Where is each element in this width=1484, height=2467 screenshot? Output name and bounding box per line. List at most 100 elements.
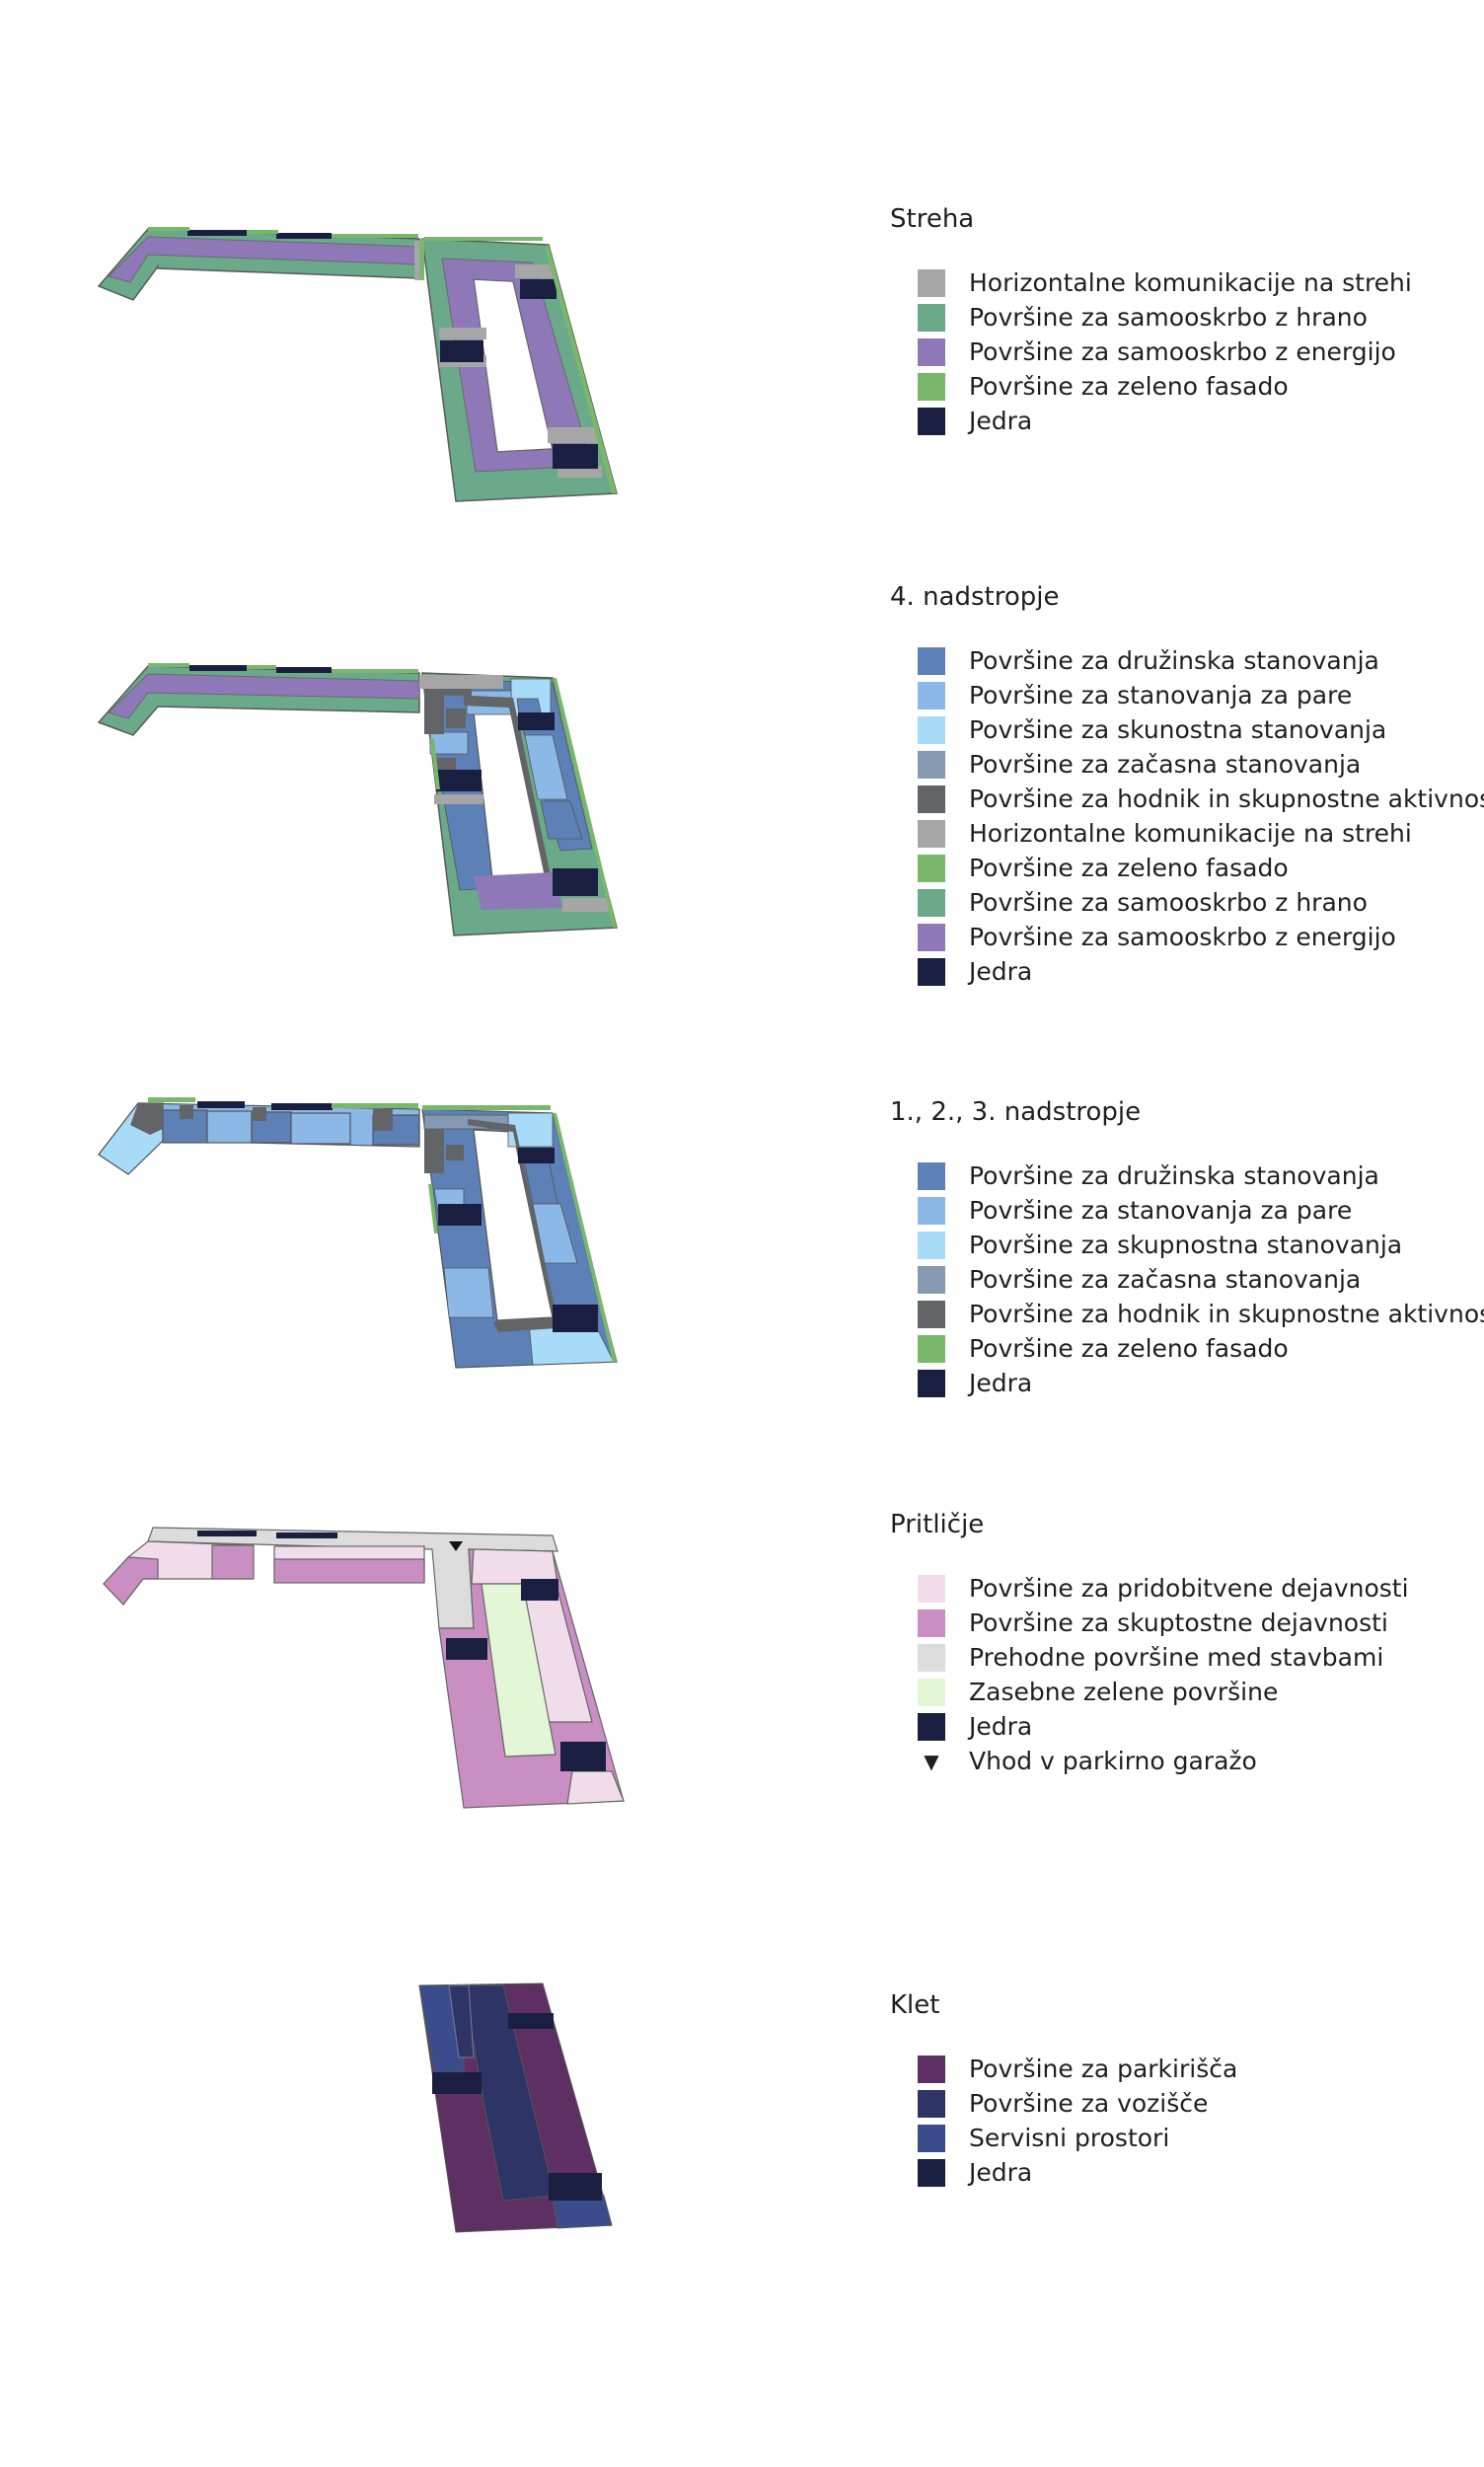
- legend-item: Površine za stanovanja za pare: [890, 1193, 1482, 1228]
- legend-item: Servisni prostori: [890, 2121, 1482, 2155]
- legend-label: Površine za hodnik in skupnostne aktivno…: [969, 785, 1484, 813]
- legend-label: Horizontalne komunikacije na strehi: [969, 819, 1412, 848]
- legend-swatch: [918, 303, 945, 332]
- legend-title: Pritličje: [890, 1510, 985, 1539]
- legend-label: Servisni prostori: [969, 2124, 1170, 2152]
- legend-item: Površine za skupnostna stanovanja: [890, 1228, 1482, 1262]
- legend-item: Površine za zeleno fasado: [890, 1331, 1482, 1366]
- legend-title: 1., 2., 3. nadstropje: [890, 1097, 1142, 1127]
- legend-label: Površine za družinska stanovanja: [969, 646, 1379, 675]
- legend-label: Jedra: [969, 407, 1033, 435]
- legend-item: ▼ Vhod v parkirno garažo: [890, 1744, 1482, 1778]
- legend-title: Klet: [890, 1990, 940, 2020]
- legend-swatch: [918, 1712, 945, 1741]
- legend-swatch: [918, 268, 945, 297]
- legend-swatch: [918, 1196, 945, 1225]
- legend-item: Površine za skuptostne dejavnosti: [890, 1606, 1482, 1640]
- legend-label: Površine za zeleno fasado: [969, 854, 1289, 882]
- legend-label: Površine za začasna stanovanja: [969, 1265, 1362, 1294]
- legend-label: Površine za stanovanja za pare: [969, 681, 1353, 710]
- legend-swatch: [918, 1574, 945, 1603]
- legend-item: Površine za pridobitvene dejavnosti: [890, 1571, 1482, 1606]
- garage-entry-marker-icon: ▼: [924, 1749, 939, 1773]
- legend-item: Površine za začasna stanovanja: [890, 747, 1482, 782]
- legend-swatch: [918, 2089, 945, 2118]
- legend-label: Površine za začasna stanovanja: [969, 750, 1362, 779]
- legend-swatch: [918, 957, 945, 986]
- legend-label: Površine za stanovanja za pare: [969, 1196, 1353, 1225]
- legend-label: Jedra: [969, 1369, 1033, 1397]
- legend-label: Zasebne zelene površine: [969, 1678, 1279, 1706]
- legend-pritlicje: Pritličje Površine za pridobitvene dejav…: [890, 1512, 1482, 1778]
- legend-label: Jedra: [969, 1712, 1033, 1741]
- legend-item: Površine za hodnik in skupnostne aktivno…: [890, 1297, 1484, 1331]
- legend-nadstropje-4: 4. nadstropje Površine za družinska stan…: [890, 582, 1484, 989]
- legend-item: Horizontalne komunikacije na strehi: [890, 265, 1482, 300]
- legend-swatch: [918, 1300, 945, 1328]
- legend-swatch: [918, 2158, 945, 2187]
- legend-label: Površine za skuptostne dejavnosti: [969, 1608, 1388, 1637]
- legend-swatch: [918, 1334, 945, 1363]
- legend-item: Jedra: [890, 1709, 1482, 1744]
- legend-swatch: [918, 1369, 945, 1397]
- legend-swatch: [918, 2124, 945, 2152]
- legend-swatch: [918, 407, 945, 435]
- legend-label: Jedra: [969, 2158, 1033, 2187]
- legend-label: Jedra: [969, 957, 1033, 986]
- legend-nadstropja-1-3: 1., 2., 3. nadstropje Površine za družin…: [890, 1097, 1484, 1400]
- plan-nadstropja-1-3: [98, 1097, 618, 1369]
- legend-label: Površine za pridobitvene dejavnosti: [969, 1574, 1409, 1603]
- legend-swatch: [918, 750, 945, 779]
- legend-label: Površine za parkirišča: [969, 2055, 1238, 2083]
- legend-swatch: [918, 715, 945, 744]
- legend-swatch: [918, 1678, 945, 1706]
- legend-item: Zasebne zelene površine: [890, 1675, 1482, 1709]
- legend-item: Površine za hodnik in skupnostne aktivno…: [890, 782, 1484, 816]
- legend-label: Površine za skupnostna stanovanja: [969, 1231, 1403, 1259]
- legend-item: Površine za zeleno fasado: [890, 369, 1482, 404]
- legend-swatch: [918, 785, 945, 813]
- legend-label: Površine za vozišče: [969, 2089, 1209, 2118]
- legend-item: Površine za samooskrbo z energijo: [890, 920, 1482, 954]
- legend-title: 4. nadstropje: [890, 582, 1060, 612]
- legend-item: Površine za družinska stanovanja: [890, 1159, 1482, 1193]
- plan-streha: [97, 227, 618, 502]
- legend-item: Jedra: [890, 2155, 1482, 2190]
- legend-swatch: [918, 923, 945, 951]
- legend-swatch: [918, 646, 945, 675]
- legend-label: Vhod v parkirno garažo: [969, 1747, 1257, 1775]
- legend-swatch: [918, 1231, 945, 1259]
- legend-item: Horizontalne komunikacije na strehi: [890, 816, 1482, 851]
- legend-item: Površine za samooskrbo z hrano: [890, 885, 1482, 920]
- legend-label: Prehodne površine med stavbami: [969, 1643, 1384, 1672]
- legend-swatch: [918, 2055, 945, 2083]
- legend-label: Površine za samooskrbo z energijo: [969, 337, 1396, 366]
- legend-item: Površine za zeleno fasado: [890, 851, 1482, 885]
- legend-swatch: [918, 1643, 945, 1672]
- legend-swatch: [918, 819, 945, 848]
- legend-label: Površine za samooskrbo z hrano: [969, 888, 1368, 917]
- legend-swatch: [918, 372, 945, 401]
- legend-item: Površine za skunostna stanovanja: [890, 712, 1482, 747]
- legend-item: Površine za vozišče: [890, 2086, 1482, 2121]
- legend-item: Površine za družinska stanovanja: [890, 643, 1482, 678]
- legend-streha: Streha Horizontalne komunikacije na stre…: [890, 206, 1482, 438]
- legend-label: Horizontalne komunikacije na strehi: [969, 268, 1412, 297]
- plan-pritlicje: [103, 1527, 625, 1809]
- legend-swatch: [918, 1265, 945, 1294]
- legend-label: Površine za zeleno fasado: [969, 1334, 1289, 1363]
- legend-title: Streha: [890, 204, 975, 234]
- legend-swatch: [918, 1161, 945, 1190]
- legend-swatch: [918, 888, 945, 917]
- legend-label: Površine za zeleno fasado: [969, 372, 1289, 401]
- legend-label: Površine za skunostna stanovanja: [969, 715, 1387, 744]
- plan-nadstropje-4: [97, 663, 618, 936]
- legend-item: Površine za začasna stanovanja: [890, 1262, 1482, 1297]
- legend-item: Površine za parkirišča: [890, 2052, 1482, 2086]
